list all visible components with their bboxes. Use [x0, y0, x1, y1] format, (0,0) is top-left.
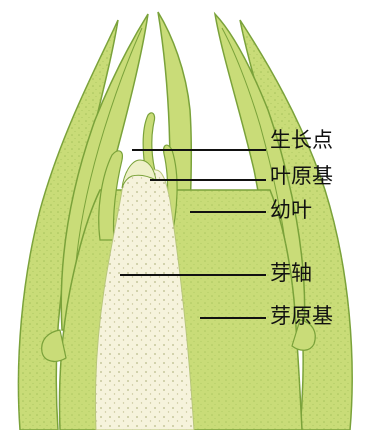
label-bud-axis: 芽轴	[270, 263, 312, 284]
label-growth-point: 生长点	[270, 130, 333, 151]
label-young-leaf: 幼叶	[270, 200, 312, 221]
label-leaf-primordium: 叶原基	[270, 166, 333, 187]
label-bud-primordium: 芽原基	[270, 306, 333, 327]
